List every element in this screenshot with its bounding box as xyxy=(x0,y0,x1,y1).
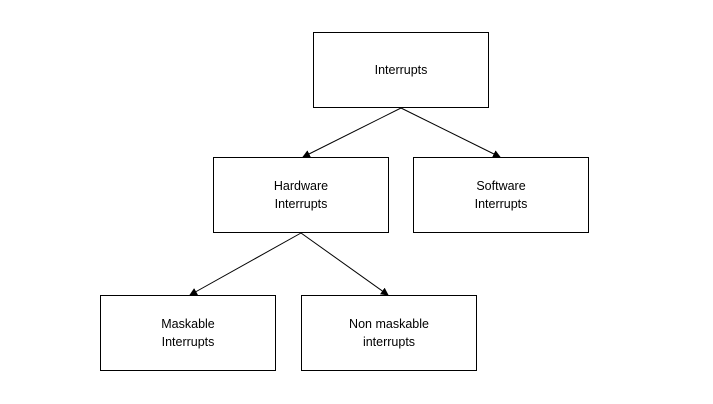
node-non-maskable-interrupts-label: Non maskable interrupts xyxy=(349,317,429,349)
node-interrupts-label: Interrupts xyxy=(374,63,428,77)
node-software-interrupts: Software Interrupts xyxy=(413,157,589,233)
node-hardware-interrupts-label: Hardware Interrupts xyxy=(273,179,329,211)
edge-root-to-software xyxy=(400,107,501,158)
node-interrupts: Interrupts xyxy=(313,32,489,108)
edge-hardware-to-maskable xyxy=(189,232,302,296)
node-non-maskable-interrupts: Non maskable interrupts xyxy=(301,295,477,371)
edge-root-to-hardware xyxy=(302,107,402,158)
node-hardware-interrupts: Hardware Interrupts xyxy=(213,157,389,233)
node-maskable-interrupts-label: Maskable Interrupts xyxy=(161,317,215,349)
node-maskable-interrupts: Maskable Interrupts xyxy=(100,295,276,371)
node-software-interrupts-label: Software Interrupts xyxy=(474,179,528,211)
edge-hardware-to-non-maskable xyxy=(300,232,389,296)
